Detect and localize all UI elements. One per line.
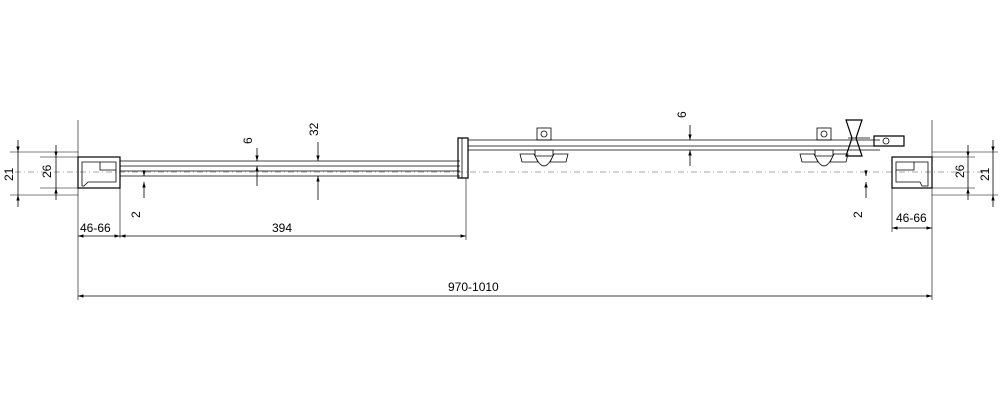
fixed-glass-panel bbox=[120, 160, 460, 177]
dim-left-26: 26 bbox=[40, 164, 54, 178]
dim-adjust-right-label: 46-66 bbox=[896, 211, 927, 225]
left-height-dimensions bbox=[10, 140, 78, 207]
dim-width-394: 394 bbox=[272, 221, 292, 235]
dim-left-21: 21 bbox=[2, 167, 16, 181]
center-joint bbox=[457, 137, 469, 240]
right-height-dimensions bbox=[932, 140, 998, 207]
left-wall-profile bbox=[77, 120, 121, 300]
right-wall-profile bbox=[891, 120, 933, 300]
dim-depth-32: 32 bbox=[307, 122, 321, 136]
dim-right-21: 21 bbox=[978, 167, 992, 181]
dim-total-970-1010: 970-1010 bbox=[448, 280, 499, 294]
dim-fixed-glass-6: 6 bbox=[241, 137, 255, 144]
door-seal bbox=[873, 135, 905, 147]
roller-right bbox=[799, 127, 849, 167]
sliding-door-panel bbox=[468, 139, 880, 151]
roller-left bbox=[519, 127, 569, 167]
dim-gap-left-2: 2 bbox=[129, 211, 143, 218]
dim-gap-right-2: 2 bbox=[851, 211, 865, 218]
dim-door-glass-6: 6 bbox=[675, 111, 689, 118]
door-handle bbox=[845, 119, 870, 157]
dim-right-26: 26 bbox=[953, 164, 967, 178]
dim-adjust-left-label: 46-66 bbox=[80, 221, 111, 235]
